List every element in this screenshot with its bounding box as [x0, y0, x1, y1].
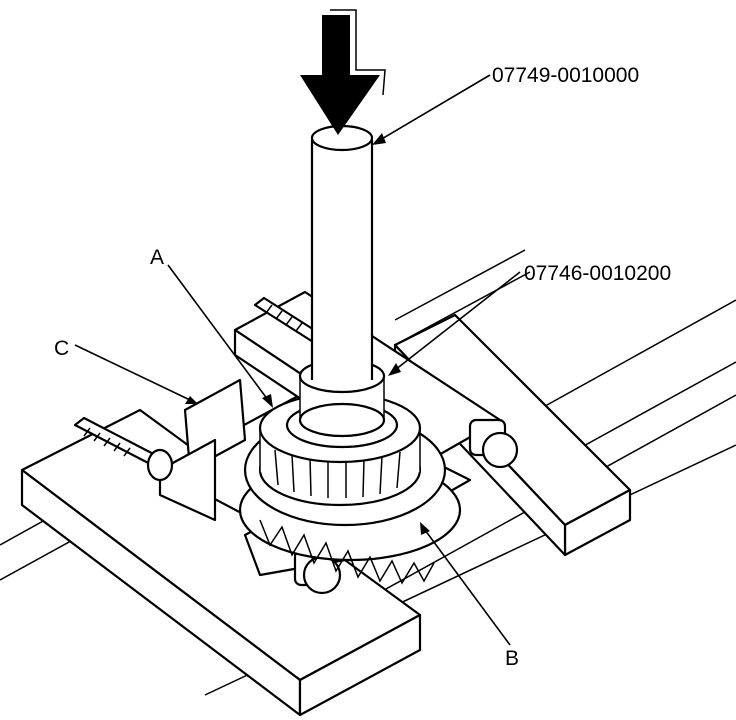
- left-support-block: [20, 408, 422, 717]
- leader-lines: [74, 74, 521, 646]
- label-a: A: [150, 246, 164, 269]
- separator-nut-right: [468, 418, 519, 469]
- driver-handle-tool: [310, 124, 374, 380]
- label-b: B: [505, 647, 519, 670]
- down-arrow-icon: [300, 9, 386, 135]
- separator-bolt-left: [73, 416, 174, 482]
- label-c: C: [54, 337, 69, 360]
- label-press-tool: 07749-0010000: [492, 64, 639, 87]
- label-installer-tool: 07746-0010200: [524, 262, 671, 285]
